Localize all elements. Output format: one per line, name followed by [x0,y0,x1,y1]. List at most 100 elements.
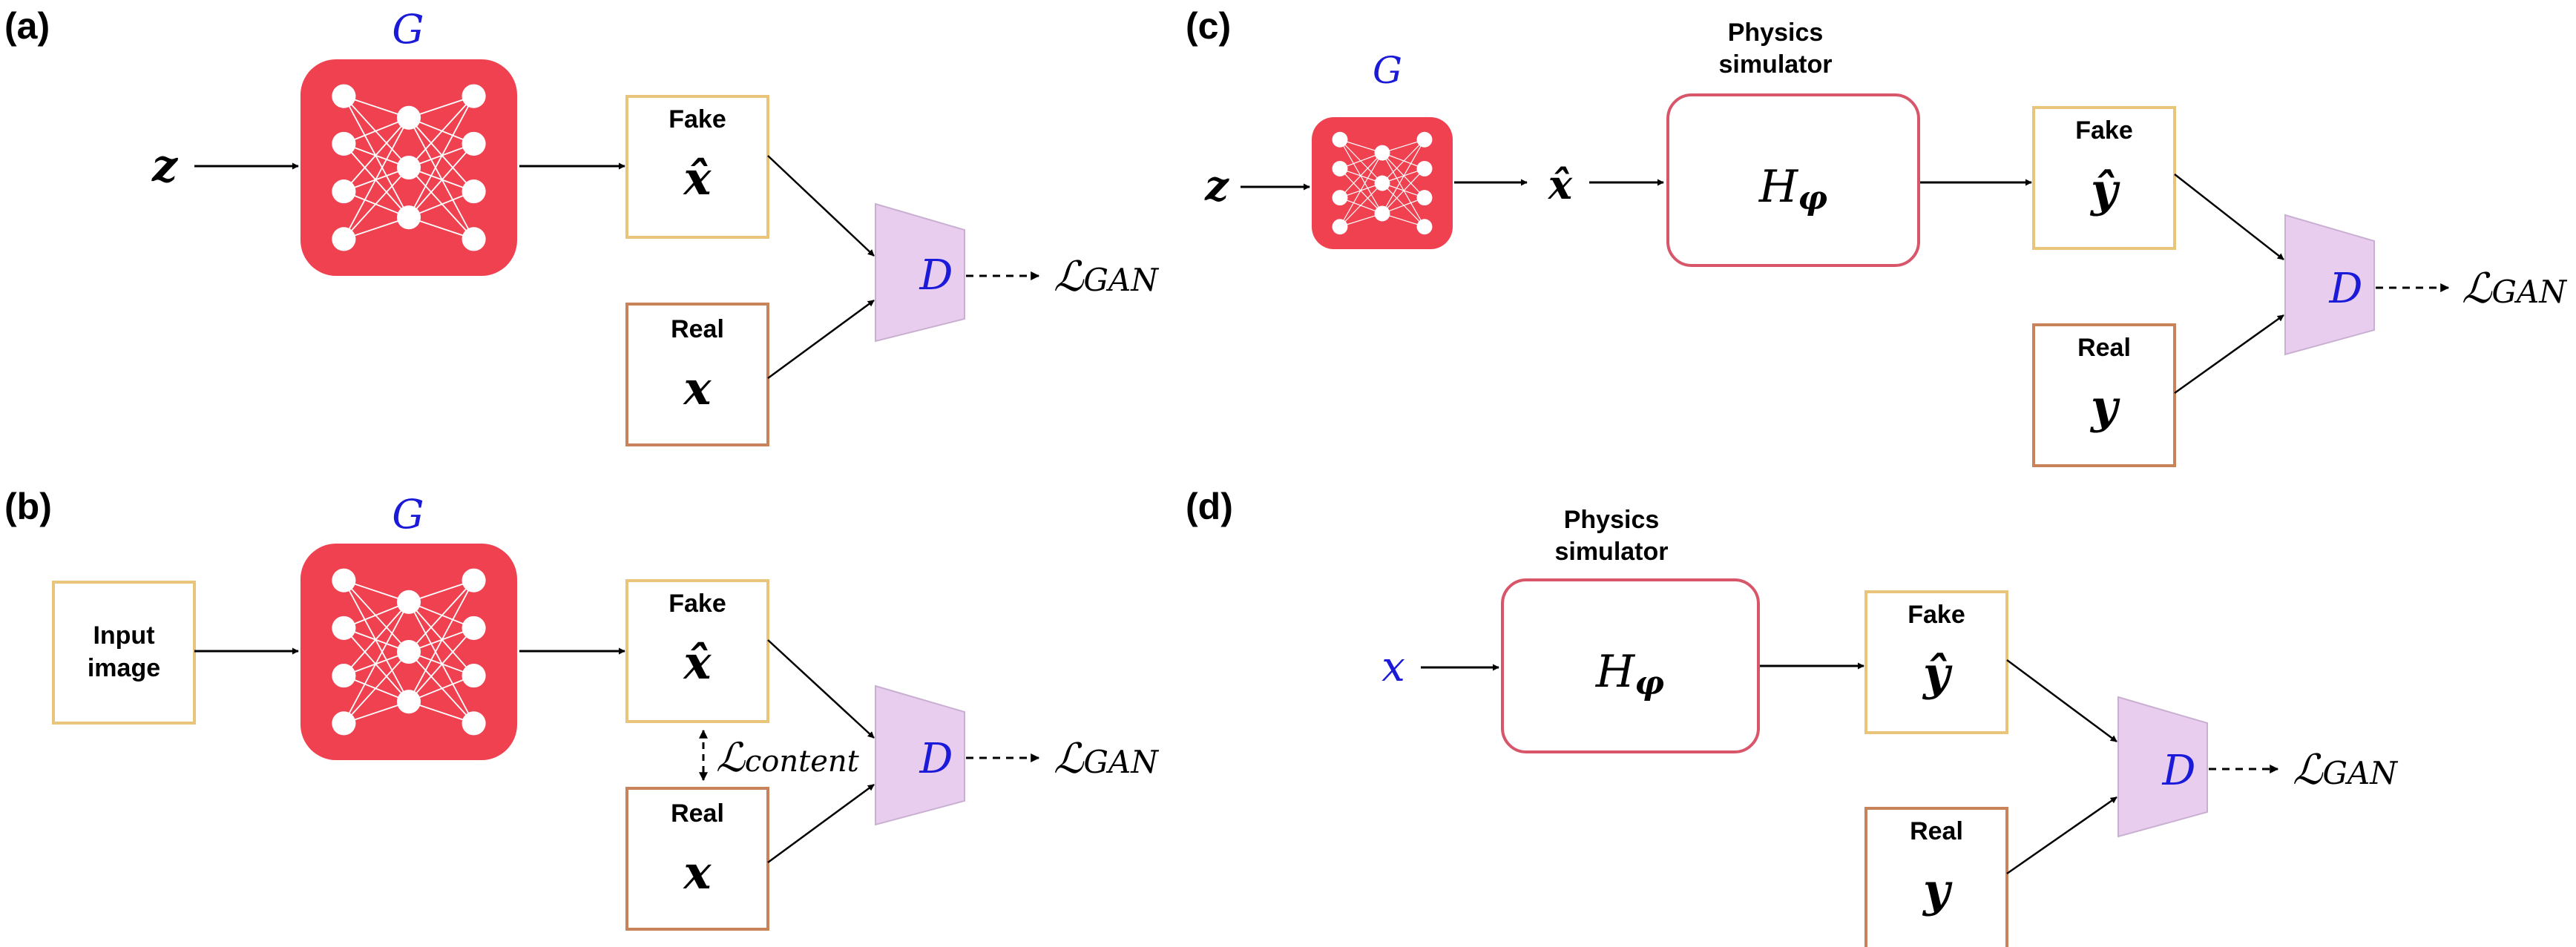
discriminator-c [2284,214,2375,356]
network-connection [1339,152,1383,198]
network-node [332,711,356,736]
network-node [461,664,486,688]
network-connection [1381,152,1425,228]
simulator-d-symbol: Hφ [1595,646,1664,702]
panel-c: (c) G z x̂ Physics simulator Hφ Fake ŷ R… [1186,5,2567,467]
network-node [396,590,421,614]
network-connection [343,117,410,240]
network-node [1332,160,1348,176]
discriminator-a [875,202,965,343]
intermediate-c: x̂ [1548,161,1573,208]
network-connection [408,96,475,218]
network-node [396,105,421,130]
network-connection [1339,182,1383,228]
network-connection [343,580,410,653]
gan-loss-d: ℒGAN [2293,746,2398,794]
panel-b: (b) G Input image Fake x̂ Real x ℒconten… [4,486,1159,931]
network-connection [343,601,410,724]
network-node [332,616,356,640]
arrow-real-to-d-a [767,299,875,380]
panel-a-label: (a) [4,5,50,47]
discriminator-d [2117,696,2208,838]
fake-box-a [625,95,769,239]
network-connection [343,96,410,168]
network-connection [408,96,475,168]
input-image-line1: Input [93,621,154,650]
network-connection [408,601,475,724]
network-connection [343,627,410,702]
network-connection [1381,168,1425,214]
real-title-b: Real [671,799,724,828]
network-node [396,205,421,230]
network-connection [343,580,410,702]
network-connection [1381,139,1425,214]
fake-title-d: Fake [1908,601,1965,629]
network-node [396,639,421,664]
discriminator-a-label: D [919,251,953,300]
network-node [461,131,486,156]
panel-d-label: (d) [1186,486,1233,527]
panel-a: (a) G z Fake x̂ Real x D ℒGAN [4,5,1159,446]
network-connection [1339,168,1383,214]
arrow-fake-to-d-b [767,639,875,739]
real-title-d: Real [1910,817,1963,845]
fake-box-c [2032,106,2176,250]
network-node [1374,145,1390,161]
input-image-line2: image [88,654,160,682]
discriminator-b-label: D [919,735,953,783]
gan-loss-c: ℒGAN [2462,265,2567,313]
arrow-fake-to-d-c [2174,174,2284,260]
network-node [332,568,356,593]
network-connection [408,627,475,702]
network-node [461,84,486,108]
generator-b-network [300,544,517,760]
arrow-real-to-d-b [767,783,875,864]
real-symbol-d: y [1922,863,1953,917]
fake-box-d [1864,590,2008,734]
network-connection [408,143,475,218]
network-node [332,131,356,156]
network-connection [1381,152,1425,198]
simulator-d-line1: Physics [1564,506,1660,534]
panel-c-label: (c) [1186,5,1231,47]
network-node [396,690,421,714]
discriminator-b [875,684,965,826]
fake-symbol-a: x̂ [683,151,712,205]
real-symbol-b: x [683,845,712,900]
network-connection [408,601,475,676]
network-connection [1381,182,1425,228]
content-loss: ℒcontent [716,734,860,781]
real-title-c: Real [2077,334,2131,362]
network-connection [1339,139,1383,184]
network-node [461,227,486,251]
real-box-a [625,303,769,446]
network-connection [1339,152,1383,228]
network-node [1416,190,1433,206]
real-symbol-a: x [683,361,712,415]
input-d: x [1381,643,1405,691]
network-node [1374,175,1390,191]
network-node [461,179,486,204]
network-connection [408,117,475,192]
fake-title-b: Fake [668,590,726,618]
network-node [332,84,356,108]
network-node [332,179,356,204]
network-connection [343,117,410,192]
noise-input-a: z [151,140,179,192]
arrow-fake-to-d-d [2006,659,2117,743]
simulator-c-line2: simulator [1718,50,1832,79]
network-node [1374,205,1390,222]
network-node [1332,131,1348,148]
network-node [332,664,356,688]
generator-c-label: G [1373,49,1402,92]
network-node [332,227,356,251]
network-node [461,568,486,593]
generator-c-network [1312,117,1453,249]
generator-b-label: G [392,491,424,538]
generator-a-label: G [392,6,424,53]
fake-box-b [625,579,769,723]
network-connection [343,601,410,676]
panel-b-label: (b) [4,486,52,527]
network-connection [1339,139,1383,214]
